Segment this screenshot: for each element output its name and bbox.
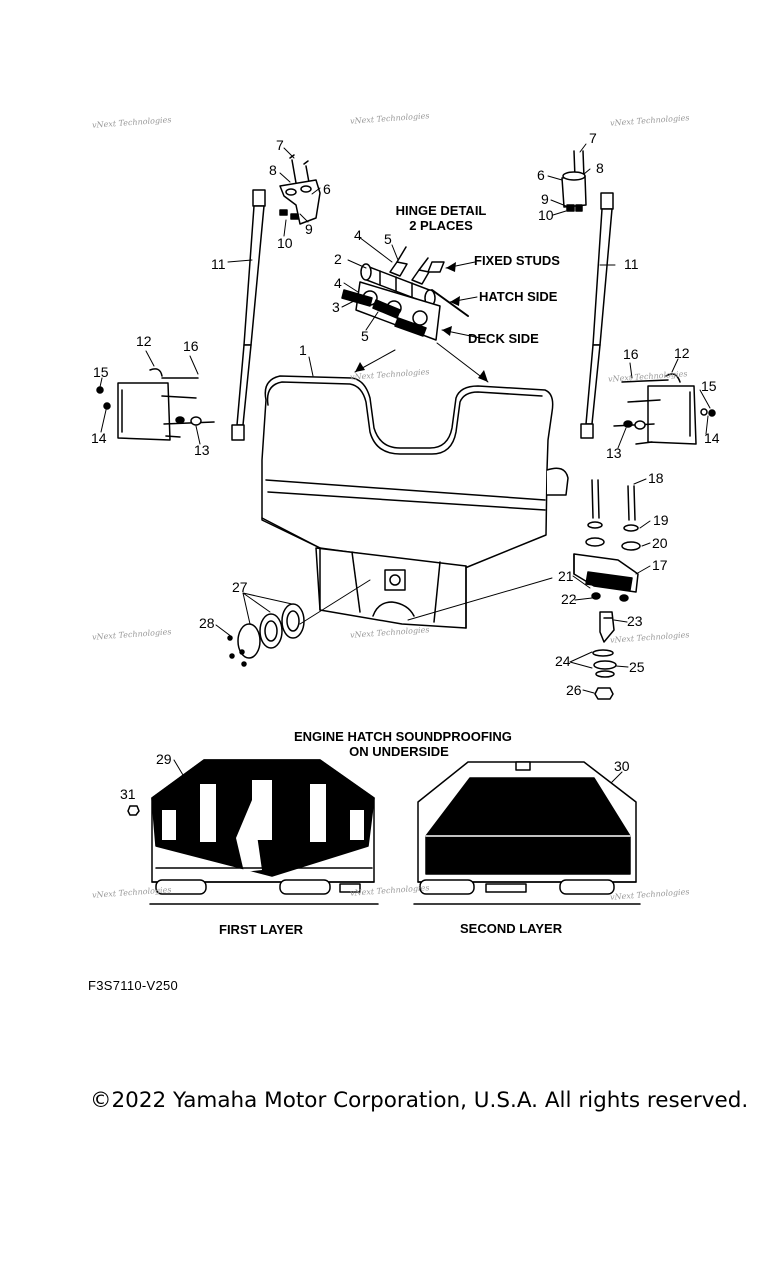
callout-11-left: 11 bbox=[211, 256, 226, 272]
callout-20: 20 bbox=[652, 535, 668, 551]
hinge-detail-line2: 2 PLACES bbox=[409, 218, 473, 233]
second-layer-caption: SECOND LAYER bbox=[460, 921, 563, 936]
callout-6-left: 6 bbox=[323, 181, 331, 197]
callout-15-right: 15 bbox=[701, 378, 717, 394]
left-side-bracket bbox=[96, 368, 215, 441]
callout-27: 27 bbox=[232, 579, 248, 595]
callout-5-upper: 5 bbox=[384, 231, 392, 247]
right-strut-bracket bbox=[561, 150, 587, 212]
drawing-code: F3S7110-V250 bbox=[88, 978, 179, 993]
callout-16-right: 16 bbox=[623, 346, 639, 362]
hinge-detail-caption: HINGE DETAIL 2 PLACES bbox=[386, 203, 496, 233]
callout-9-right: 9 bbox=[541, 191, 549, 207]
second-layer-view bbox=[413, 761, 641, 905]
callout-8-left: 8 bbox=[269, 162, 277, 178]
callout-29: 29 bbox=[156, 751, 172, 767]
left-strut-bracket bbox=[279, 154, 321, 225]
soundproofing-line2: ON UNDERSIDE bbox=[349, 744, 449, 759]
callout-17: 17 bbox=[652, 557, 668, 573]
callout-19: 19 bbox=[653, 512, 669, 528]
hinge-assembly bbox=[341, 246, 469, 341]
callout-10-left: 10 bbox=[277, 235, 293, 251]
callout-10-right: 10 bbox=[538, 207, 554, 223]
callout-15-left: 15 bbox=[93, 364, 109, 380]
callout-26: 26 bbox=[566, 682, 582, 698]
callout-1: 1 bbox=[299, 342, 307, 358]
callout-31: 31 bbox=[120, 786, 136, 802]
arrows bbox=[355, 262, 488, 382]
callout-11-right: 11 bbox=[624, 256, 639, 272]
callout-13-right: 13 bbox=[606, 445, 622, 461]
callout-4-lower: 4 bbox=[334, 275, 342, 291]
left-gas-strut bbox=[231, 189, 266, 441]
engine-hatch-drawing bbox=[96, 143, 716, 905]
callout-21: 21 bbox=[558, 568, 574, 584]
copyright-notice: ©2022 Yamaha Motor Corporation, U.S.A. A… bbox=[90, 1088, 749, 1113]
callout-14-right: 14 bbox=[704, 430, 720, 446]
callout-16-left: 16 bbox=[183, 338, 199, 354]
callout-9-left: 9 bbox=[305, 221, 313, 237]
soundproofing-caption: ENGINE HATCH SOUNDPROOFING ON UNDERSIDE bbox=[294, 729, 512, 759]
first-layer-caption: FIRST LAYER bbox=[219, 922, 304, 937]
callout-18: 18 bbox=[648, 470, 664, 486]
trim-nut-31 bbox=[127, 805, 140, 816]
callout-30: 30 bbox=[614, 758, 630, 774]
soundproofing-line1: ENGINE HATCH SOUNDPROOFING bbox=[294, 729, 512, 744]
first-layer-view bbox=[149, 759, 379, 905]
hinge-detail-line1: HINGE DETAIL bbox=[395, 203, 487, 218]
parts-diagram: 1 2 3 4 4 5 5 6 6 7 7 8 8 9 9 10 10 11 1… bbox=[91, 111, 720, 937]
hatch-mount-stack bbox=[573, 479, 641, 700]
callout-22: 22 bbox=[561, 591, 577, 607]
callout-7-right: 7 bbox=[589, 130, 597, 146]
callout-12-left: 12 bbox=[136, 333, 152, 349]
callout-5-lower: 5 bbox=[361, 328, 369, 344]
callout-7-left: 7 bbox=[276, 137, 284, 153]
deck-side-caption: DECK SIDE bbox=[468, 331, 539, 346]
callout-25: 25 bbox=[629, 659, 645, 675]
callout-28: 28 bbox=[199, 615, 215, 631]
callout-13-left: 13 bbox=[194, 442, 210, 458]
leader-lines bbox=[99, 143, 711, 791]
fixed-studs-caption: FIXED STUDS bbox=[474, 253, 560, 268]
callout-8-right: 8 bbox=[596, 160, 604, 176]
callout-24: 24 bbox=[555, 653, 571, 669]
callout-12-right: 12 bbox=[674, 345, 690, 361]
right-gas-strut bbox=[580, 192, 614, 439]
callout-3: 3 bbox=[332, 299, 340, 315]
engine-hatch bbox=[261, 375, 569, 629]
callout-23: 23 bbox=[627, 613, 643, 629]
callout-14-left: 14 bbox=[91, 430, 107, 446]
callout-2: 2 bbox=[334, 251, 342, 267]
callout-4-upper: 4 bbox=[354, 227, 362, 243]
vent-ring-assembly bbox=[227, 603, 305, 667]
right-side-bracket bbox=[613, 373, 716, 445]
hatch-side-caption: HATCH SIDE bbox=[479, 289, 558, 304]
callout-6-right: 6 bbox=[537, 167, 545, 183]
